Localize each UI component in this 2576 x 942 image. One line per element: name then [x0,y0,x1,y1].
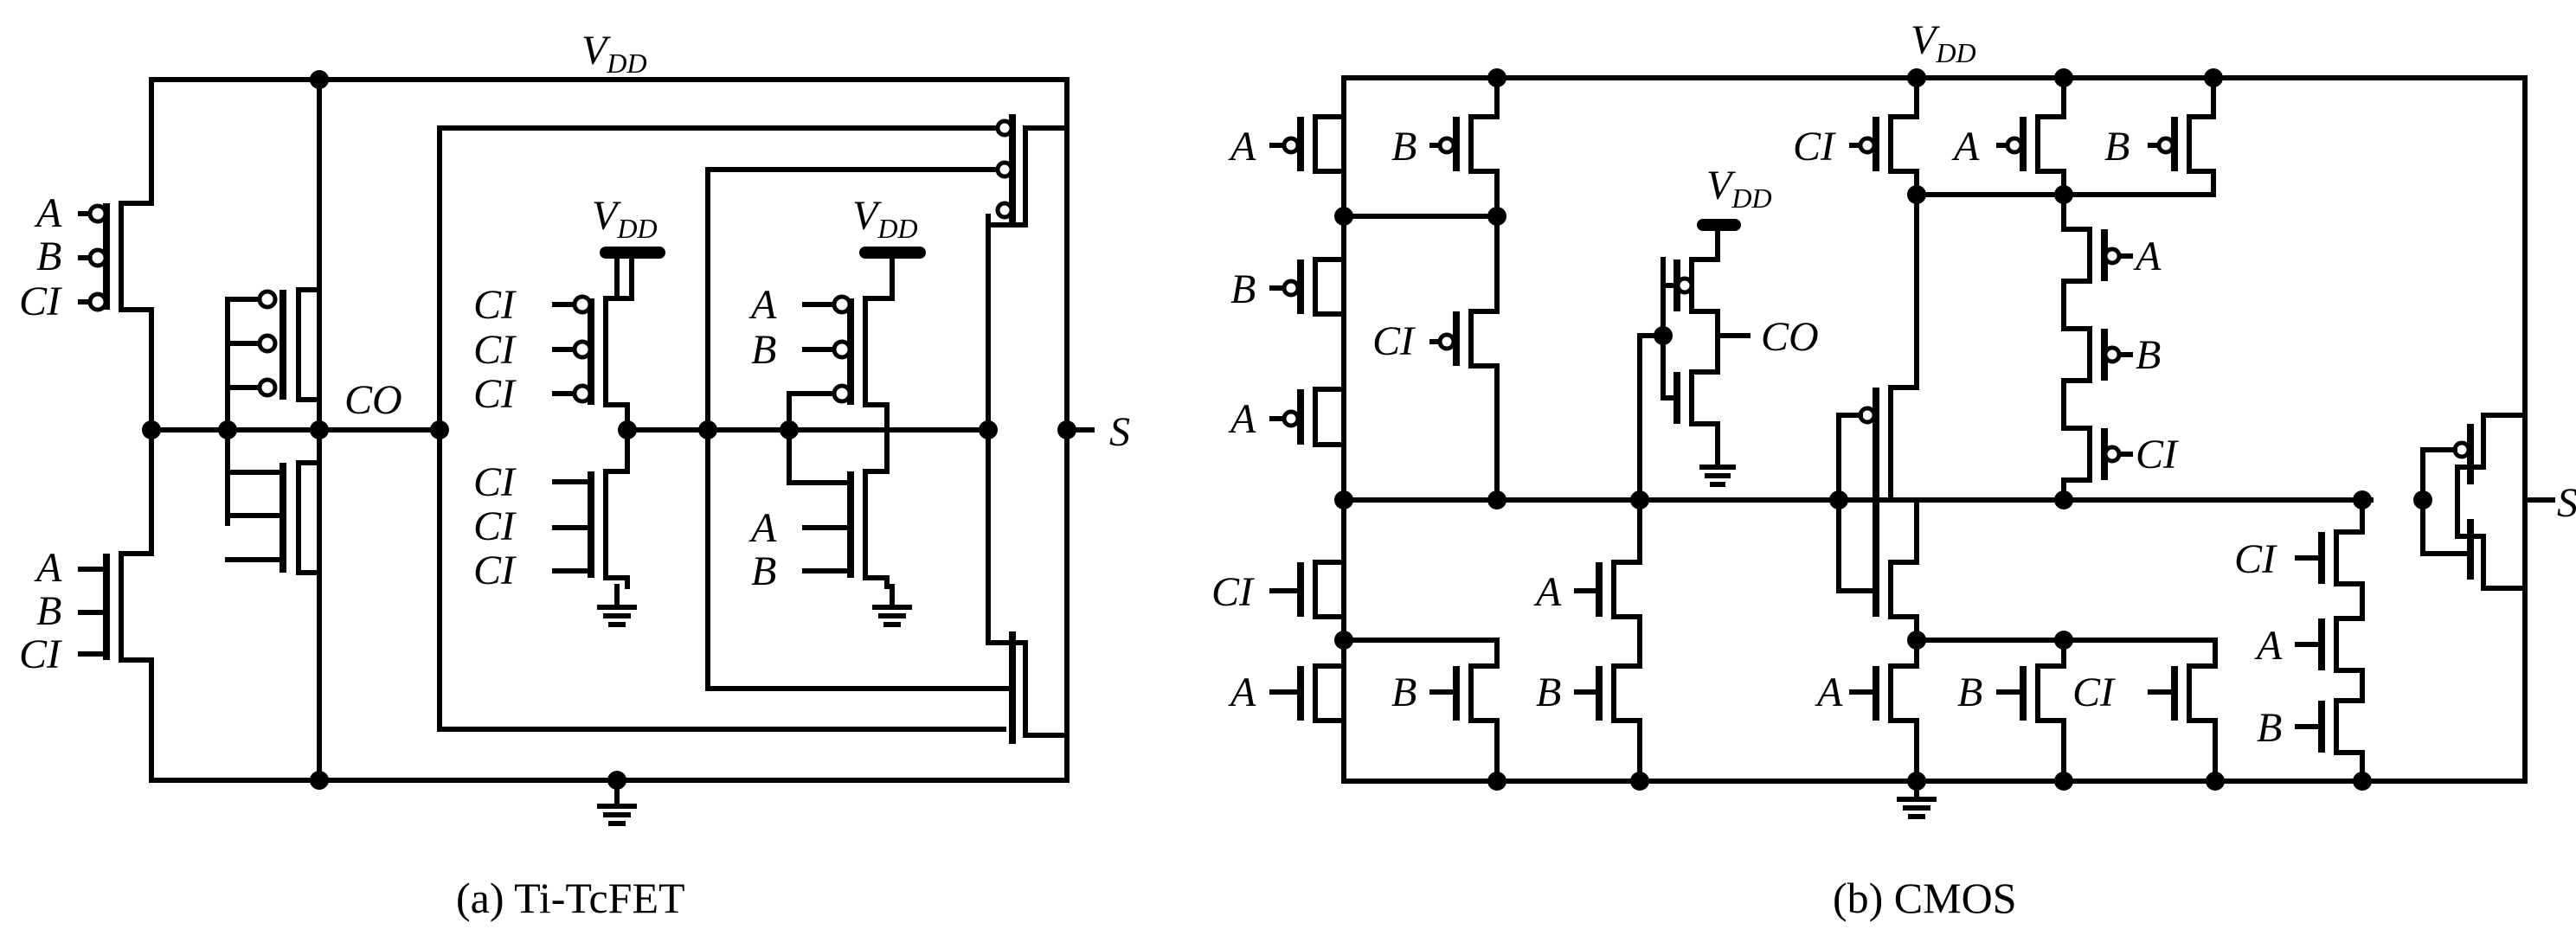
vdd-label: VDD [592,193,658,244]
input-b-label: B [36,588,61,634]
vdd-rail-left [149,77,1070,131]
input-a-label: A [1951,124,1980,170]
vdd-label: VDD [581,28,647,79]
vdd-label: VDD [1911,17,1976,68]
input-a-label: A [1228,124,1256,170]
vdd-label: VDD [1706,163,1772,214]
s-label: S [1109,409,1130,455]
gnd-symbol [872,584,912,627]
input-ci-label: CI [2234,536,2277,582]
input-b-label: B [1957,670,1982,715]
input-b-label: B [2136,332,2161,378]
input-ci-label: CI [2072,670,2116,715]
gnd-symbol [1699,452,1736,487]
cmos-circuit: VDD VDD A B B CI A CI A B A B CO CI A B … [1211,17,2576,922]
input-ci-label: CI [1372,318,1416,364]
input-a-label: A [1815,670,1843,715]
input-b-label: B [1230,266,1256,312]
input-a-label: A [748,505,777,551]
ti-tcfet-circuit: VDD VDD VDD A B CI A B CI CI CI CI CI CI… [19,28,1130,922]
input-ci-label: CI [1211,569,1255,615]
input-a-label: A [1228,670,1256,715]
input-a-label: A [34,190,62,236]
input-a-label: A [748,282,777,328]
vdd-label: VDD [852,193,918,244]
input-ci-label: CI [19,279,62,324]
input-b-label: B [751,327,776,373]
input-ci-label: CI [1793,124,1836,170]
input-b-label: B [1391,670,1416,715]
input-a-label: A [2254,623,2283,669]
co-label: CO [1761,314,1819,360]
input-ci-label: CI [473,459,517,505]
input-ci-label: CI [473,503,517,549]
input-b-label: B [1536,670,1561,715]
input-ci-label: CI [473,371,517,417]
input-b-label: B [2104,124,2130,170]
input-a-label: A [2133,234,2162,279]
input-b-label: B [751,548,776,594]
caption-right: (b) CMOS [1833,874,2017,922]
input-ci-label: CI [473,548,517,593]
input-ci-label: CI [19,631,62,677]
caption-left: (a) Ti-TcFET [456,874,685,922]
gnd-rail-left [149,733,1070,783]
input-a-label: A [1533,569,1562,615]
input-ci-label: CI [2136,432,2179,477]
input-b-label: B [2257,705,2282,751]
gnd-symbol [597,584,637,627]
input-ci-label: CI [473,327,517,373]
co-label: CO [344,377,402,423]
input-ci-label: CI [473,282,517,328]
input-b-label: B [36,234,61,279]
input-a-label: A [1228,396,1256,442]
input-a-label: A [34,545,62,591]
s-label: S [2557,480,2576,526]
input-b-label: B [1391,124,1416,170]
